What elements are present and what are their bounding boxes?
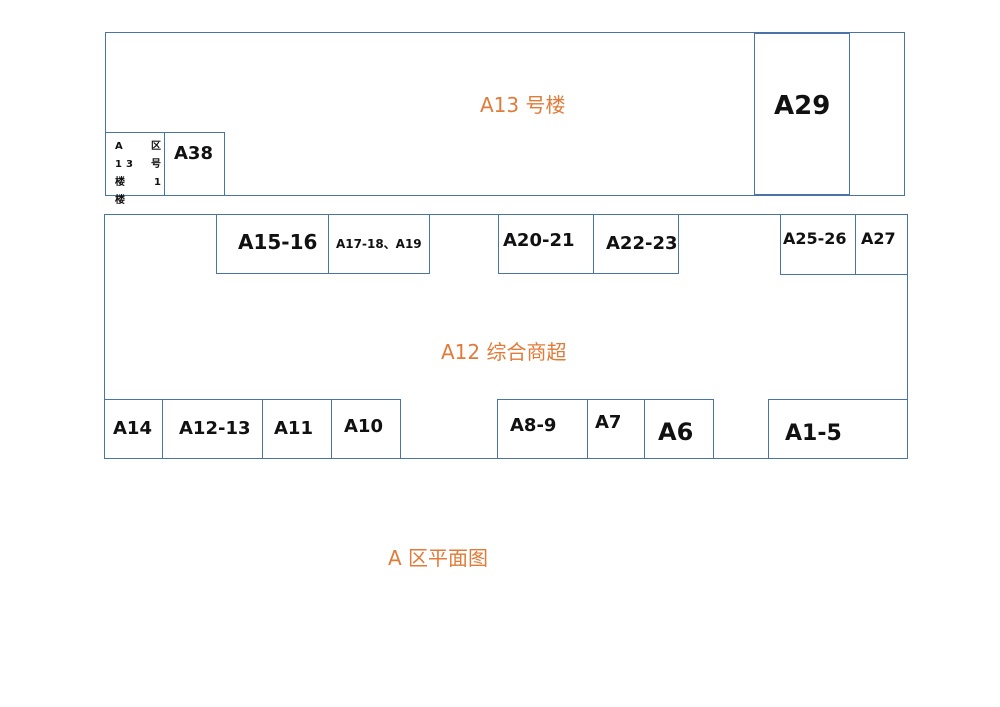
unit-a38-label: A38 (174, 143, 213, 164)
unit-a8-9-label: A8-9 (510, 415, 557, 436)
unit-a10-label: A10 (344, 416, 383, 437)
unit-a6[interactable] (644, 399, 714, 459)
map-title: A 区平面图 (388, 546, 489, 570)
unit-a38[interactable] (164, 132, 225, 196)
unit-a25-26[interactable] (780, 214, 857, 275)
unit-a25-26-label: A25-26 (783, 229, 847, 248)
unit-a27[interactable] (855, 214, 908, 275)
unit-a6-label: A6 (658, 418, 694, 446)
unit-a7[interactable] (587, 399, 645, 459)
unit-a17-19-label: A17-18、A19 (336, 237, 422, 251)
unit-a13-floor1[interactable] (105, 132, 165, 196)
unit-a29-label: A29 (774, 91, 831, 121)
unit-a1-5[interactable] (768, 399, 908, 459)
unit-a14-label: A14 (113, 418, 152, 439)
building-a13-name: A13 号楼 (480, 93, 566, 117)
unit-a1-5-label: A1-5 (785, 421, 842, 446)
unit-a10[interactable] (331, 399, 401, 459)
unit-a22-23[interactable] (593, 214, 679, 274)
unit-a20-21[interactable] (498, 214, 594, 274)
unit-a11-label: A11 (274, 418, 313, 439)
unit-a15-16[interactable] (216, 214, 329, 274)
unit-a13-floor1-label: A 区 13 号 楼 1 楼 (115, 141, 165, 206)
building-a12-name: A12 综合商超 (441, 340, 567, 364)
unit-a20-21-label: A20-21 (503, 230, 575, 251)
unit-a22-23-label: A22-23 (606, 233, 678, 254)
unit-a27-label: A27 (861, 229, 896, 248)
unit-a29[interactable] (754, 33, 850, 195)
unit-a17-19[interactable] (328, 214, 430, 274)
unit-a12-13[interactable] (162, 399, 264, 459)
unit-a12-13-label: A12-13 (179, 418, 251, 439)
unit-a15-16-label: A15-16 (238, 230, 318, 254)
building-a13 (105, 32, 905, 196)
unit-a7-label: A7 (595, 412, 622, 433)
